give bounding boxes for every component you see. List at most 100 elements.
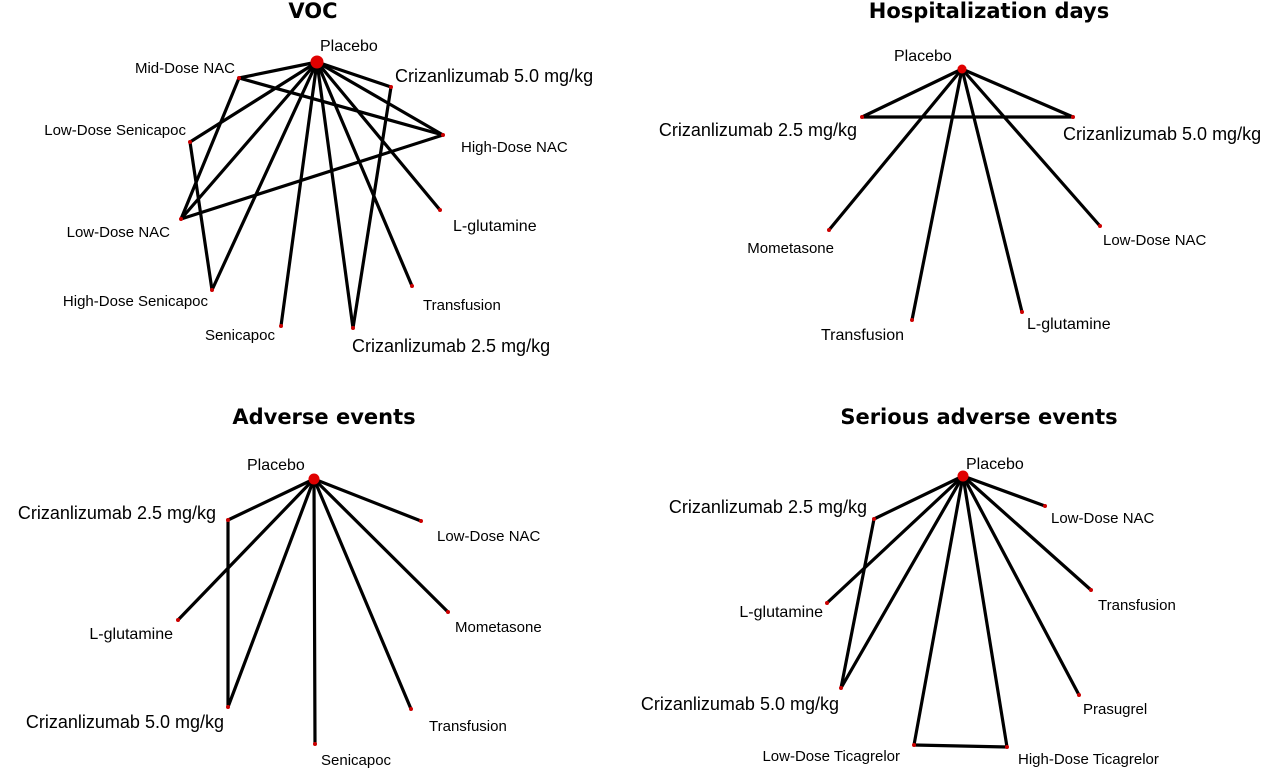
node bbox=[226, 518, 230, 522]
node bbox=[912, 743, 916, 747]
node-label: L-glutamine bbox=[89, 626, 173, 643]
node-label: Placebo bbox=[247, 457, 305, 474]
node bbox=[1077, 693, 1081, 697]
edge bbox=[825, 474, 965, 605]
edge bbox=[961, 474, 1009, 749]
edge bbox=[351, 85, 393, 330]
edges bbox=[176, 477, 450, 746]
node-label: L-glutamine bbox=[739, 604, 823, 621]
edge bbox=[961, 474, 1093, 592]
edge bbox=[179, 76, 241, 221]
edges bbox=[825, 474, 1093, 749]
node-label: Transfusion bbox=[423, 297, 501, 314]
node bbox=[226, 705, 230, 709]
edge bbox=[827, 67, 964, 232]
node-label: Low-Dose NAC bbox=[1103, 232, 1207, 249]
node-label: Crizanlizumab 5.0 mg/kg bbox=[26, 712, 224, 732]
edge bbox=[226, 477, 316, 709]
node-label: Placebo bbox=[966, 456, 1024, 473]
edge bbox=[237, 76, 445, 137]
node-label: Crizanlizumab 5.0 mg/kg bbox=[395, 66, 593, 86]
node-label: Crizanlizumab 5.0 mg/kg bbox=[641, 694, 839, 714]
node bbox=[438, 208, 442, 212]
edge bbox=[961, 474, 1047, 508]
node bbox=[410, 284, 414, 288]
node-label: Low-Dose NAC bbox=[1051, 510, 1155, 527]
edge bbox=[312, 477, 317, 746]
panel-hospitalization-days: Hospitalization days Placebo Crizanlizum… bbox=[659, 0, 1261, 344]
node bbox=[179, 217, 183, 221]
node-label: Low-Dose Senicapoc bbox=[44, 122, 186, 139]
edge bbox=[210, 60, 319, 292]
edge bbox=[860, 67, 964, 119]
edge bbox=[188, 60, 319, 144]
edge bbox=[315, 60, 442, 212]
node-label: Low-Dose NAC bbox=[67, 224, 171, 241]
node-placebo bbox=[308, 473, 320, 485]
edge bbox=[237, 60, 319, 80]
panel-voc: VOC Placebo Mid-Dos bbox=[44, 0, 593, 356]
node-placebo bbox=[957, 470, 969, 482]
node-label: L-glutamine bbox=[453, 218, 537, 235]
node-label: Prasugrel bbox=[1083, 701, 1147, 718]
node-label: Crizanlizumab 2.5 mg/kg bbox=[659, 120, 857, 140]
node-label: Senicapoc bbox=[321, 752, 392, 769]
node bbox=[389, 85, 393, 89]
node bbox=[441, 133, 445, 137]
node bbox=[176, 618, 180, 622]
node bbox=[409, 707, 413, 711]
edge bbox=[960, 67, 1075, 119]
node-label: L-glutamine bbox=[1027, 316, 1111, 333]
edge bbox=[176, 477, 316, 622]
node-label: High-Dose Senicapoc bbox=[63, 293, 209, 310]
node-label: Transfusion bbox=[429, 718, 507, 735]
node-label: High-Dose Ticagrelor bbox=[1018, 751, 1159, 768]
node bbox=[1089, 588, 1093, 592]
panel-title: VOC bbox=[288, 0, 337, 23]
edge bbox=[312, 477, 423, 523]
node-label: Low-Dose NAC bbox=[437, 528, 541, 545]
node bbox=[210, 288, 214, 292]
edges bbox=[827, 67, 1102, 322]
node-label: Mid-Dose NAC bbox=[135, 60, 235, 77]
edge bbox=[912, 474, 965, 747]
edge bbox=[279, 60, 319, 328]
node-label: Mometasone bbox=[747, 240, 834, 257]
edge bbox=[912, 743, 1009, 749]
edge bbox=[179, 60, 319, 221]
node-label: High-Dose NAC bbox=[461, 139, 568, 156]
edge bbox=[315, 60, 445, 137]
node bbox=[1005, 745, 1009, 749]
node bbox=[1098, 224, 1102, 228]
node-label: Crizanlizumab 2.5 mg/kg bbox=[352, 336, 550, 356]
node bbox=[313, 742, 317, 746]
node bbox=[860, 115, 864, 119]
edge bbox=[315, 60, 414, 288]
node bbox=[872, 517, 876, 521]
node-label: Transfusion bbox=[1098, 597, 1176, 614]
node-label: Placebo bbox=[894, 48, 952, 65]
node bbox=[825, 601, 829, 605]
edge bbox=[839, 517, 876, 690]
node-placebo bbox=[957, 64, 967, 74]
node bbox=[446, 610, 450, 614]
panel-title: Serious adverse events bbox=[840, 405, 1117, 429]
edge bbox=[960, 67, 1024, 314]
node-label: Low-Dose Ticagrelor bbox=[762, 748, 900, 765]
node bbox=[419, 519, 423, 523]
node bbox=[1043, 504, 1047, 508]
edge bbox=[839, 474, 965, 690]
node-label: Mometasone bbox=[455, 619, 542, 636]
edge bbox=[188, 140, 214, 292]
node bbox=[188, 140, 192, 144]
panel-serious-adverse-events: Serious adverse events Placebo Crizanliz… bbox=[641, 405, 1176, 768]
edge bbox=[312, 477, 413, 711]
node-label: Transfusion bbox=[821, 327, 904, 344]
panel-title: Adverse events bbox=[232, 405, 415, 429]
edge bbox=[312, 477, 450, 614]
panel-title: Hospitalization days bbox=[869, 0, 1109, 23]
node bbox=[237, 76, 241, 80]
node-label: Placebo bbox=[320, 38, 378, 55]
edge bbox=[315, 60, 393, 89]
